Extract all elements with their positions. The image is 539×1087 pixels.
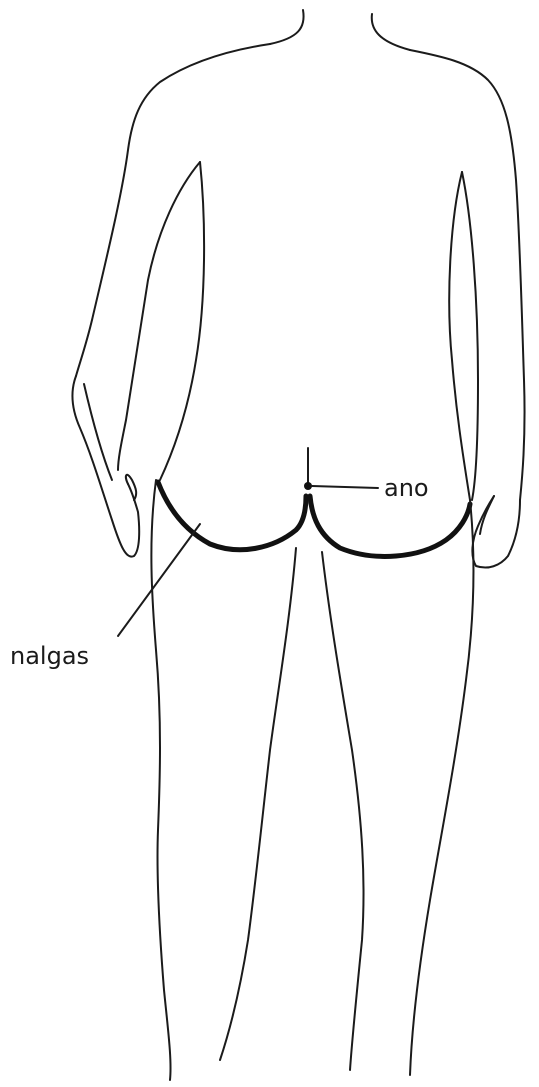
left-buttock bbox=[158, 482, 306, 550]
right-shoulder-and-arm bbox=[410, 50, 525, 500]
left-finger-line bbox=[84, 384, 112, 480]
neck-right bbox=[372, 14, 410, 50]
right-torso-side bbox=[449, 172, 470, 500]
buttocks-label: nalgas bbox=[10, 642, 89, 670]
left-inner-arm bbox=[118, 162, 200, 470]
anus-marker bbox=[304, 482, 312, 490]
neck-left bbox=[270, 10, 304, 44]
right-inner-arm bbox=[462, 172, 478, 500]
left-leg-inner bbox=[220, 548, 296, 1060]
left-shoulder-and-arm bbox=[76, 44, 270, 376]
anus-label: ano bbox=[384, 474, 429, 502]
anus-leader-line bbox=[312, 486, 378, 488]
buttocks-leader-line bbox=[118, 524, 200, 636]
right-buttock bbox=[310, 496, 470, 556]
right-leg-inner bbox=[322, 552, 364, 1070]
right-leg-outer bbox=[410, 500, 473, 1075]
left-torso-side bbox=[160, 162, 204, 480]
left-leg-outer bbox=[151, 480, 170, 1080]
left-thumb bbox=[126, 475, 136, 500]
